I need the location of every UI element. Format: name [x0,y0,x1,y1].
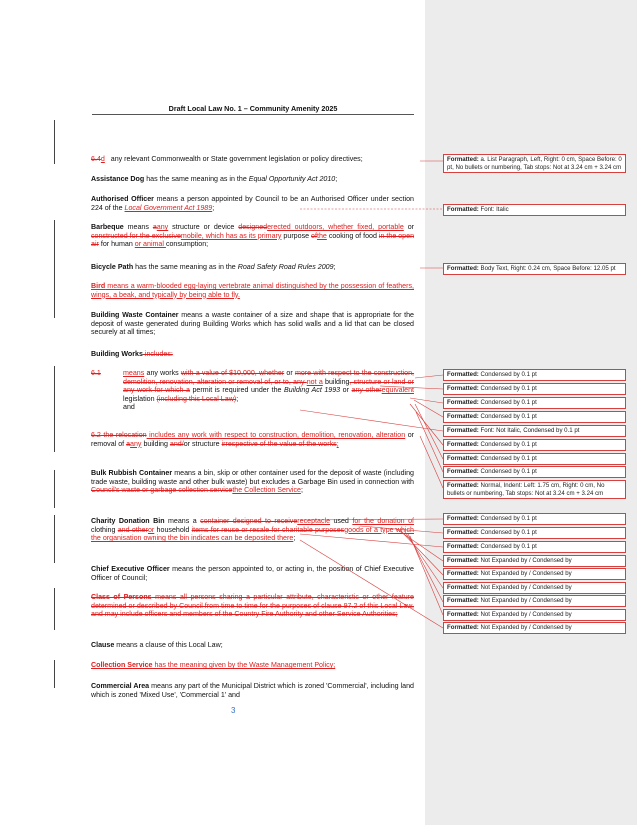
format-comment[interactable]: Formatted: Condensed by 0.1 pt [443,541,626,553]
change-bar [54,120,55,164]
definition-bicycle-path: Bicycle Path has the same meaning as in … [91,263,336,271]
format-comment[interactable]: Formatted: Condensed by 0.1 pt [443,369,626,381]
definition-bulk-rubbish-container: Bulk Rubbish Container means a bin, skip… [91,469,415,495]
page-number: 3 [231,706,236,715]
definition-assistance-dog: Assistance Dog has the same meaning as i… [91,175,338,183]
format-comment[interactable]: Formatted: Condensed by 0.1 pt [443,453,626,465]
definition-class-of-persons: Class of Persons means all persons shari… [91,593,414,619]
definition-bird: Bird means a warm-blooded egg-laying ver… [91,282,414,299]
format-comment[interactable]: Formatted: Not Expanded by / Condensed b… [443,555,626,567]
definition-chief-executive-officer: Chief Executive Officer means the person… [91,565,414,582]
format-comment[interactable]: Formatted: Condensed by 0.1 pt [443,439,626,451]
definition-collection-service: Collection Service has the meaning given… [91,661,336,669]
format-comment[interactable]: Formatted: Condensed by 0.1 pt [443,397,626,409]
format-comment[interactable]: Formatted: Not Expanded by / Condensed b… [443,582,626,594]
header-rule [92,114,414,115]
format-comment[interactable]: Formatted: Condensed by 0.1 pt [443,527,626,539]
format-comment[interactable]: Formatted: Font: Italic [443,204,626,216]
change-bar [54,220,55,318]
change-bar [54,470,55,508]
page-header: Draft Local Law No. 1 – Community Amenit… [168,104,338,113]
change-bar [54,588,55,630]
change-bar [54,660,55,688]
format-comment[interactable]: Formatted: Font: Not Italic, Condensed b… [443,425,626,437]
format-comment[interactable]: Formatted: Not Expanded by / Condensed b… [443,568,626,580]
format-comment[interactable]: Formatted: Condensed by 0.1 pt [443,411,626,423]
format-comment[interactable]: Formatted: Condensed by 0.1 pt [443,513,626,525]
definition-clause: Clause means a clause of this Local Law; [91,641,223,649]
definition-commercial-area: Commercial Area means any part of the Mu… [91,682,414,699]
format-comment[interactable]: Formatted: Normal, Indent: Left: 1.75 cm… [443,480,626,500]
format-comment[interactable]: Formatted: Condensed by 0.1 pt [443,466,626,478]
definition-authorised-officer: Authorised Officer means a person appoin… [91,195,414,212]
definition-building-works: Building Works includes: [91,350,173,358]
document-page [0,0,425,825]
change-bar [54,366,55,452]
format-comment[interactable]: Formatted: Body Text, Right: 0.24 cm, Sp… [443,263,626,275]
format-comment[interactable]: Formatted: Condensed by 0.1 pt [443,383,626,395]
definition-building-works-subclause-2: 6.2 the relocation includes any work wit… [91,431,415,448]
change-bar [54,515,55,563]
definition-paragraph: 6.4d any relevant Commonwealth or State … [91,155,363,163]
format-comment[interactable]: Formatted: Not Expanded by / Condensed b… [443,609,626,621]
format-comment[interactable]: Formatted: a. List Paragraph, Left, Righ… [443,154,626,174]
definition-building-works-subclause-1: 6.1 means any works with a value of $10,… [91,369,415,412]
format-comment[interactable]: Formatted: Not Expanded by / Condensed b… [443,622,626,634]
definition-barbeque: Barbeque means aany structure or device … [91,223,415,249]
definition-charity-donation-bin: Charity Donation Bin means a container d… [91,517,414,543]
format-comment[interactable]: Formatted: Not Expanded by / Condensed b… [443,595,626,607]
definition-building-waste-container: Building Waste Container means a waste c… [91,311,415,337]
